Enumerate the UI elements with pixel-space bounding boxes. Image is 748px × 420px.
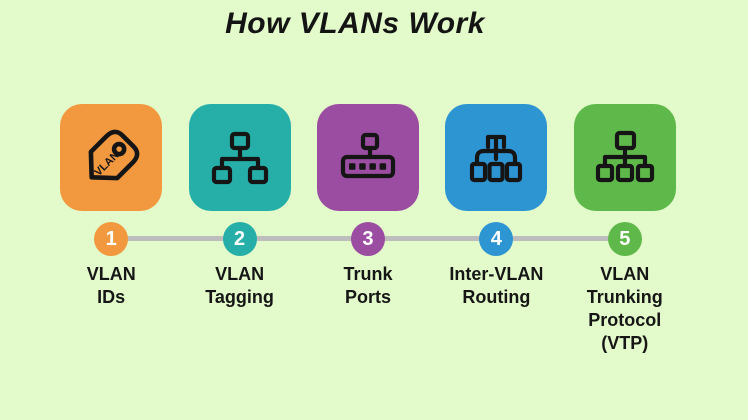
step-4-number: 4 [490, 227, 502, 250]
step-2-number-badge: 2 [222, 222, 257, 256]
router-tree-3-icon [470, 134, 523, 182]
step-5-label: VLAN Trunking Protocol (VTP) [586, 264, 663, 353]
tag-icon: VLAN [88, 129, 140, 180]
network-tree-3-icon [595, 130, 654, 182]
step-inter-vlan-routing: 4 Inter-VLAN Routing [432, 0, 560, 420]
step-3-label: Trunk Ports [343, 264, 393, 307]
step-4-label: Inter-VLAN Routing [449, 264, 544, 307]
step-5-number-badge: 5 [607, 222, 642, 256]
step-5-number: 5 [619, 227, 631, 250]
step-trunk-ports: 3 Trunk Ports [304, 0, 432, 420]
svg-text:VLAN: VLAN [92, 149, 122, 179]
page-title: How VLANs Work [225, 7, 485, 40]
step-2-label: VLAN Tagging [205, 264, 274, 307]
inter-vlan-routing-tile [445, 104, 548, 211]
vlan-ids-tile: VLAN [60, 104, 163, 211]
step-1-number-badge: 1 [94, 222, 129, 256]
network-tree-2-icon [211, 131, 268, 184]
step-1-number: 1 [105, 227, 117, 250]
step-4-number-badge: 4 [479, 222, 514, 256]
switch-ports-icon [340, 132, 396, 178]
steps-row: VLAN 1 VLAN IDs [47, 0, 689, 420]
vtp-tile [573, 104, 676, 211]
trunk-ports-tile [316, 104, 419, 211]
step-vlan-ids: VLAN 1 VLAN IDs [47, 0, 175, 420]
step-vtp: 5 VLAN Trunking Protocol (VTP) [561, 0, 689, 420]
step-1-label: VLAN IDs [86, 264, 136, 307]
vlan-tagging-tile [188, 104, 291, 211]
step-3-number: 3 [362, 227, 374, 250]
step-3-number-badge: 3 [350, 222, 385, 256]
step-2-number: 2 [234, 227, 246, 250]
step-vlan-tagging: 2 VLAN Tagging [175, 0, 303, 420]
